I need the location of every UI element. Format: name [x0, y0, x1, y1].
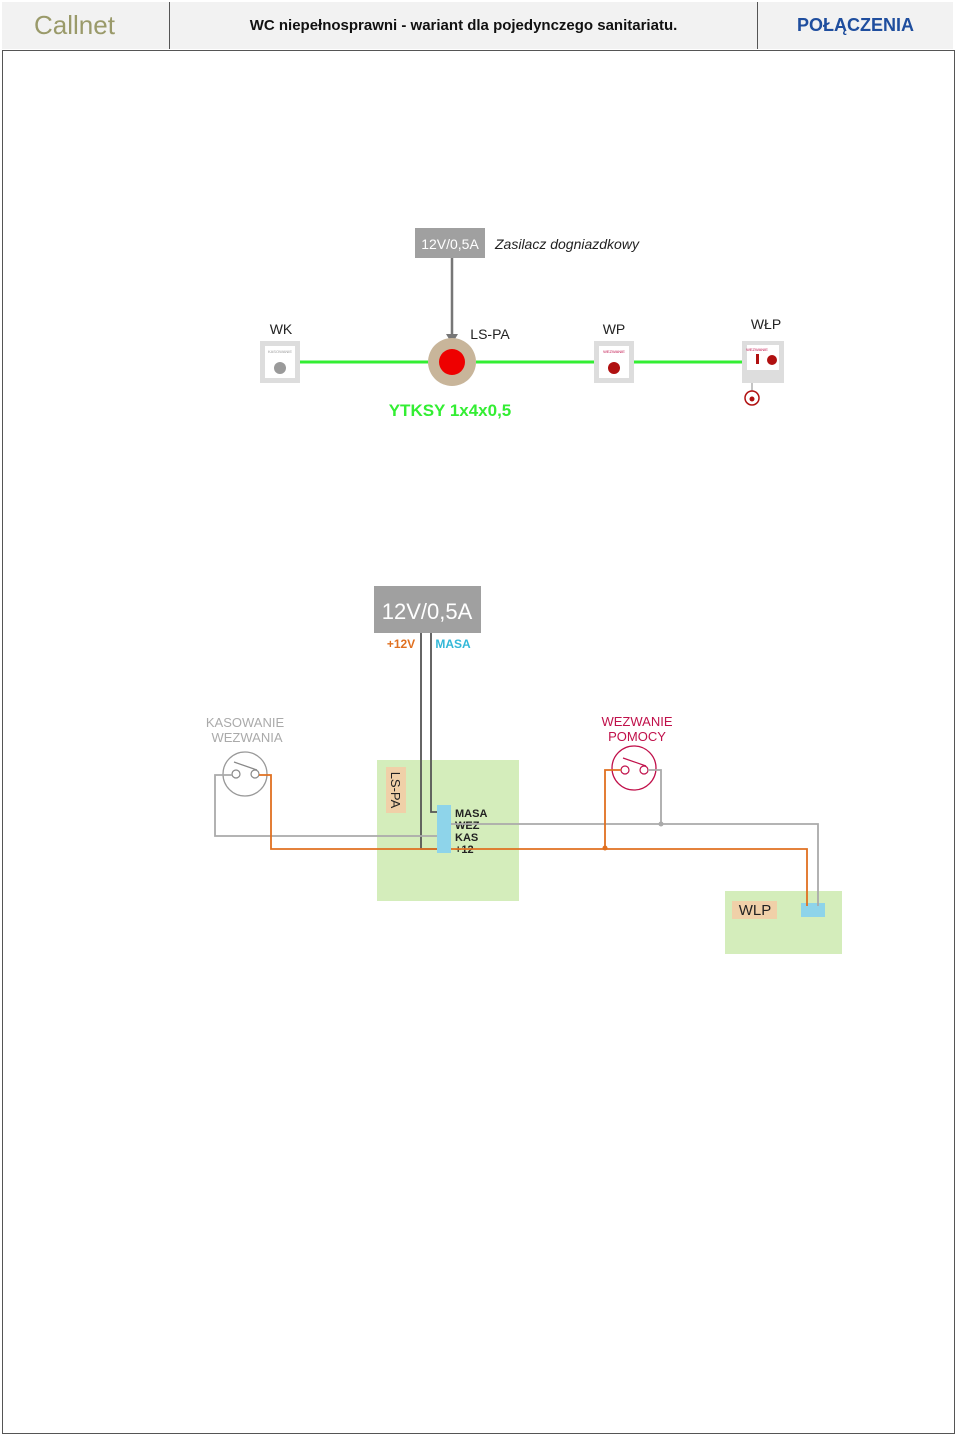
wire-junction-wez — [658, 821, 664, 827]
wp-button-text: WEZWANIE — [603, 349, 625, 354]
reset-switch-label-line2: WEZWANIA — [211, 730, 282, 745]
wlp-person-icon — [767, 355, 777, 365]
call-switch-contact-right — [639, 765, 649, 775]
wlp-module — [725, 891, 842, 954]
cable-label: YTKSY 1x4x0,5 — [389, 401, 512, 420]
wire-reset-kas — [214, 774, 437, 837]
call-switch-contact-left — [620, 765, 630, 775]
lspa-module-label: LS-PA — [388, 772, 403, 809]
wp-person-icon — [608, 362, 620, 374]
top-psu-label: 12V/0,5A — [421, 236, 479, 252]
top-psu-caption: Zasilacz dogniazdkowy — [494, 236, 640, 252]
top-psu-box — [415, 228, 485, 258]
wiring-psu-box — [374, 586, 481, 633]
wiring-psu-label: 12V/0,5A — [382, 599, 473, 624]
lspa-terminal-block — [437, 805, 451, 853]
wire-call-wez — [648, 769, 662, 824]
wlp-module-tag — [732, 901, 777, 919]
terminal-kas-label: KAS — [455, 832, 478, 844]
wire-psu-ground — [430, 633, 437, 813]
section-title: POŁĄCZENIA — [758, 2, 953, 49]
wlp-cord-handle-dot — [749, 396, 755, 402]
terminal-masa-label: MASA — [455, 808, 487, 820]
brand-logo: Callnet — [2, 2, 170, 49]
call-switch-lever — [622, 757, 647, 767]
wlp-button-text: WEZWANIE — [746, 347, 768, 352]
call-switch-label-line2: POMOCY — [608, 729, 666, 744]
wlp-module-label: WLP — [739, 902, 772, 919]
call-switch-label-line1: WEZWANIE — [601, 714, 672, 729]
page-title: WC niepełnosprawni - wariant dla pojedyn… — [170, 2, 758, 49]
wire-junction-plus12 — [602, 845, 608, 851]
reset-switch-label-line1: KASOWANIE — [206, 715, 285, 730]
top-diagram: 12V/0,5A Zasilacz dogniazdkowy WK KASOWA… — [260, 228, 784, 420]
lspa-lamp-icon — [439, 349, 465, 375]
wp-label: WP — [603, 321, 626, 337]
header: Callnet WC niepełnosprawni - wariant dla… — [2, 2, 955, 51]
plus-12v-label: +12V — [387, 637, 415, 651]
lspa-module-tag — [386, 767, 406, 813]
wiring-diagram: 12V/0,5A +12V MASA LS-PA MASA WEZ KAS +1… — [206, 586, 842, 954]
terminal-wez-label: WEZ — [455, 820, 480, 832]
reset-switch-lever — [233, 761, 258, 771]
lspa-label: LS-PA — [470, 326, 510, 342]
terminal-plus12-label: +12 — [455, 844, 474, 856]
wk-label: WK — [270, 321, 293, 337]
wk-person-icon — [274, 362, 286, 374]
call-switch-icon — [611, 745, 657, 791]
wire-wez-to-wlp — [451, 823, 819, 906]
wlp-label: WŁP — [751, 316, 781, 332]
reset-switch-contact-left — [231, 769, 241, 779]
wire-plus12-to-wlp — [451, 848, 808, 906]
reset-switch-icon — [222, 751, 268, 797]
wk-button-text: KASOWANIE — [268, 349, 292, 354]
wire-call-plus12 — [604, 769, 621, 849]
wire-reset-plus12 — [259, 774, 437, 850]
wlp-terminal-block — [801, 903, 825, 917]
wlp-pull-cord-icon — [756, 354, 759, 364]
reset-switch-contact-right — [250, 769, 260, 779]
ground-label: MASA — [435, 637, 471, 651]
